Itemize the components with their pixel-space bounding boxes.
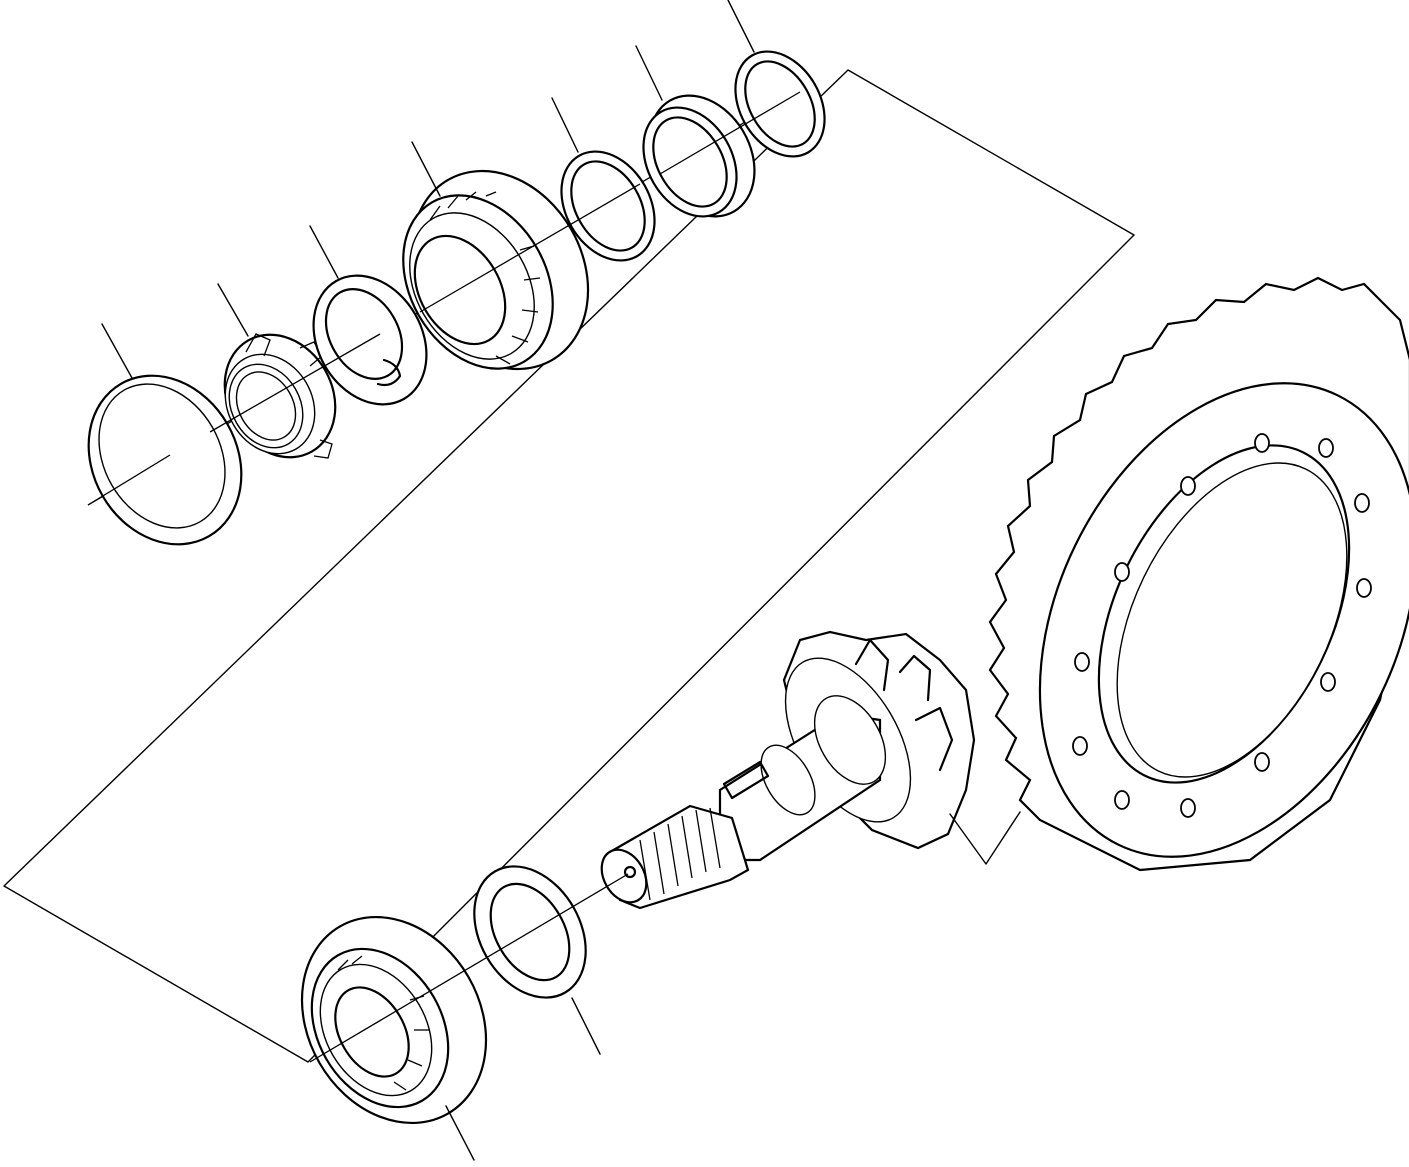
taper-roller-bearing-upper[interactable]: [373, 139, 623, 401]
upper-axis-seg-c: [659, 91, 801, 175]
leader-lines: [101, 0, 1021, 1161]
lower-axis-line: [309, 873, 629, 1063]
seal-ring[interactable]: [59, 348, 272, 572]
pinion-shaft[interactable]: [593, 630, 976, 910]
taper-roller-bearing-lower[interactable]: [266, 883, 523, 1156]
assembly-outline: [3, 69, 1135, 1063]
shim-ring-upper[interactable]: [543, 135, 674, 277]
upper-axis-seg-a: [209, 333, 381, 433]
bearing-cup[interactable]: [625, 77, 776, 236]
upper-axis-seg-b: [419, 183, 641, 313]
crown-wheel-bolt-holes: [1072, 433, 1372, 818]
slotted-nut[interactable]: [203, 315, 357, 478]
crown-wheel[interactable]: [966, 276, 1409, 919]
pinion-splines: [639, 807, 721, 901]
